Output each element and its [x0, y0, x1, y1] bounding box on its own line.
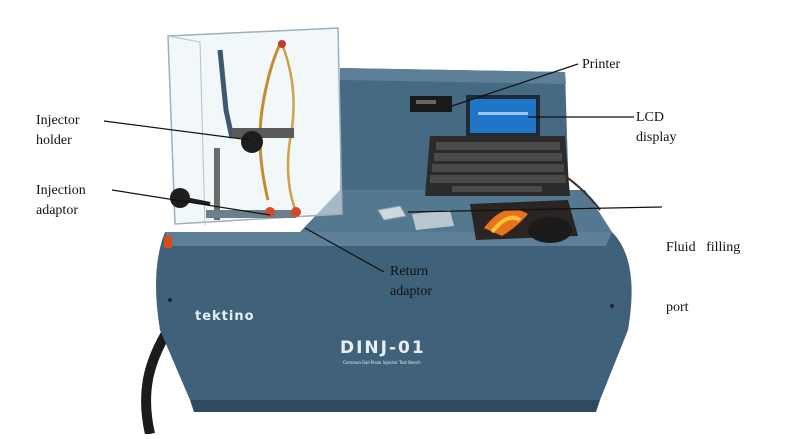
callout-line-printer [445, 63, 579, 109]
callout-line-fluid-port [407, 206, 663, 213]
protective-enclosure [167, 27, 343, 225]
high-pressure-pipe [217, 49, 235, 139]
label-printer: Printer [582, 57, 621, 72]
injection-adaptor-stem [179, 196, 211, 206]
power-cable [141, 327, 173, 436]
label-lcd-line1: LCD [636, 110, 664, 125]
label-injection-adaptor-line1: Injection [36, 183, 86, 198]
enclosure-edge [167, 35, 206, 226]
keyboard-keys [430, 142, 566, 192]
return-port-red [291, 207, 301, 217]
label-return-adaptor-line1: Return [390, 264, 429, 279]
label-lcd-display: LCD display [636, 108, 676, 148]
label-lcd-line2: display [636, 130, 677, 145]
holder-knob [241, 131, 263, 153]
brand-logo: tektino [195, 309, 255, 324]
back-panel-edge [340, 68, 566, 84]
printer-paper [416, 100, 436, 104]
label-fluid-port-line1: Fluid filling [666, 240, 741, 255]
model-name: DINJ-01 [340, 338, 426, 358]
callout-line-injector-holder [103, 120, 251, 141]
label-injection-adaptor-line2: adaptor [36, 203, 78, 218]
label-fluid-filling-port: Fluid filling port [666, 198, 740, 358]
pipe-cap [278, 40, 286, 48]
indicator-light [164, 236, 172, 248]
machine-body [156, 232, 632, 400]
label-return-adaptor: Return adaptor [390, 262, 432, 302]
holder-arm [232, 128, 294, 138]
machine-base [190, 400, 600, 412]
callout-line-injection-adaptor [111, 189, 271, 216]
label-fluid-port-line2: port [666, 300, 689, 315]
mouse-pad-flame-core [490, 215, 522, 234]
label-injector-holder-line2: holder [36, 133, 72, 148]
stand-post [214, 148, 220, 220]
label-injector-holder: Injector holder [36, 111, 80, 151]
injection-port-red [265, 207, 275, 217]
callout-line-return-adaptor [304, 227, 385, 273]
fluid-filling-port [377, 205, 407, 221]
screw [168, 298, 172, 302]
fuel-line [280, 43, 298, 213]
model-subtitle: Common Rail Piezo Injector Test Bench [343, 360, 421, 365]
label-injection-adaptor: Injection adaptor [36, 181, 86, 221]
lcd-screen [470, 99, 536, 133]
filling-port-cover [412, 210, 454, 230]
mouse [528, 217, 572, 243]
label-injector-holder-line1: Injector [36, 113, 80, 128]
label-return-adaptor-line2: adaptor [390, 284, 432, 299]
return-line [258, 43, 282, 201]
screw [610, 304, 614, 308]
keyboard-cable [564, 175, 601, 211]
stand-base [206, 210, 296, 218]
lcd-text-line [478, 112, 528, 115]
